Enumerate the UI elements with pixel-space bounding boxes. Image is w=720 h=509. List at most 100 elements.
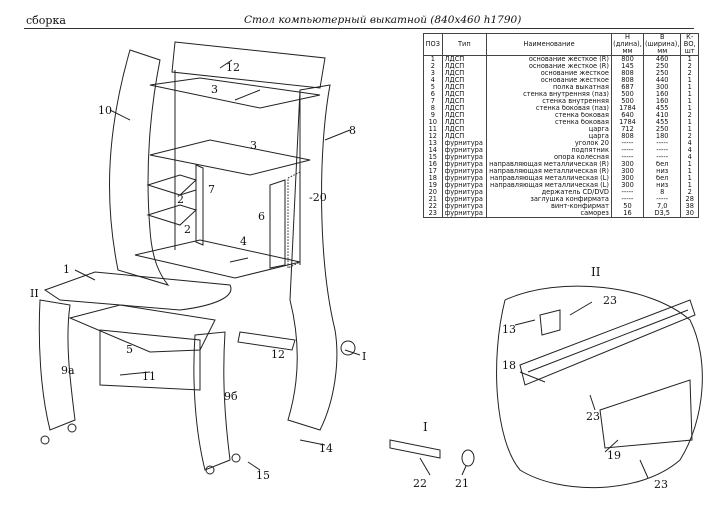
wheel: [205, 465, 215, 475]
parts-table-cell: -----: [643, 196, 682, 203]
top-panel-12: [171, 41, 326, 89]
parts-table-cell: 2: [680, 112, 699, 119]
parts-table-cell: 1: [680, 77, 699, 84]
front-panel-11: [99, 329, 201, 391]
parts-table: ПОЗ Тип Наименование H (длина), мм B (ши…: [423, 33, 699, 218]
parts-table-cell: 7,0: [643, 203, 682, 210]
col-type: Тип: [441, 33, 488, 56]
wheel: [231, 453, 241, 463]
parts-table-cell: 1: [680, 84, 699, 91]
parts-table-cell: 1: [680, 98, 699, 105]
parts-table-cell: 160: [643, 91, 682, 98]
parts-table-cell: бел: [643, 161, 682, 168]
parts-table-cell: 1: [680, 119, 699, 126]
label-detail-II: II: [591, 265, 601, 279]
parts-table-cell: низ: [643, 168, 682, 175]
parts-table-cell: 4: [680, 154, 699, 161]
label-1: 1: [63, 263, 70, 276]
parts-table-cell: 410: [643, 112, 682, 119]
rail-lower: [599, 379, 693, 449]
label-12-top: 12: [226, 61, 240, 74]
label-3-top: 3: [211, 83, 218, 96]
label-detail-I: I: [423, 420, 428, 434]
parts-table-cell: 250: [643, 63, 682, 70]
parts-table-cell: 2: [680, 63, 699, 70]
parts-table-cell: 300: [643, 84, 682, 91]
label-2-upper: 2: [177, 193, 184, 206]
label-9b: 9б: [224, 390, 238, 403]
parts-table-cell: 1: [680, 161, 699, 168]
parts-table-cell: 2: [680, 133, 699, 140]
label-11: 11: [142, 370, 156, 383]
label-4: 4: [240, 235, 247, 248]
inner-wall-7: [195, 164, 204, 246]
side-wall-10: [109, 49, 170, 286]
col-qty: К-ВО, шт: [680, 33, 699, 56]
rail-12-lower: [237, 331, 296, 351]
parts-table-cell: 440: [643, 77, 682, 84]
label-23-b: 23: [586, 410, 600, 423]
label-15: 15: [256, 469, 270, 482]
label-ref-II: II: [30, 287, 39, 300]
label-23-c: 23: [654, 478, 668, 491]
parts-table-cell: 455: [643, 105, 682, 112]
parts-table-cell: низ: [643, 182, 682, 189]
parts-table-cell: 1: [680, 175, 699, 182]
label-5: 5: [126, 343, 133, 356]
pullout-shelf-5: [68, 304, 216, 353]
label-13: 13: [502, 323, 516, 336]
label-12-lower: 12: [271, 348, 285, 361]
label-3-mid: 3: [250, 139, 257, 152]
parts-table-cell: 30: [680, 210, 699, 218]
parts-table-header: ПОЗ Тип Наименование H (длина), мм B (ши…: [423, 33, 699, 56]
parts-table-cell: 8: [643, 189, 682, 196]
desktop-1: [43, 271, 232, 311]
parts-table-cell: 1: [680, 105, 699, 112]
parts-table-cell: 1: [680, 126, 699, 133]
side-9a: [38, 299, 76, 431]
header-rule: [24, 28, 694, 29]
label-23-a: 23: [603, 294, 617, 307]
parts-table-cell: -----: [643, 140, 682, 147]
label-2-lower: 2: [184, 223, 191, 236]
parts-table-cell: бел: [643, 175, 682, 182]
parts-table-cell: -----: [643, 147, 682, 154]
confirmat-screw-22: [389, 439, 441, 459]
label-ref-I: I: [362, 350, 366, 363]
label-6: 6: [258, 210, 265, 223]
cap-21: [461, 449, 475, 467]
label-7: 7: [208, 183, 215, 196]
label-20: -20: [309, 191, 327, 204]
label-21: 21: [455, 477, 469, 490]
col-length: H (длина), мм: [610, 33, 645, 56]
slide-rail-detail: [519, 299, 696, 386]
parts-table-cell: 455: [643, 119, 682, 126]
parts-table-cell: 1: [680, 91, 699, 98]
shelf-3-top: [149, 77, 321, 109]
wheel: [67, 423, 77, 433]
parts-table-cell: 2: [680, 189, 699, 196]
parts-table-cell: 2: [680, 70, 699, 77]
bracket-13: [539, 309, 561, 336]
parts-table-cell: 460: [643, 55, 682, 63]
shelf-3-mid: [149, 139, 311, 176]
label-9a: 9а: [61, 364, 75, 377]
side-wall-8: [287, 84, 338, 431]
wheel: [40, 435, 50, 445]
